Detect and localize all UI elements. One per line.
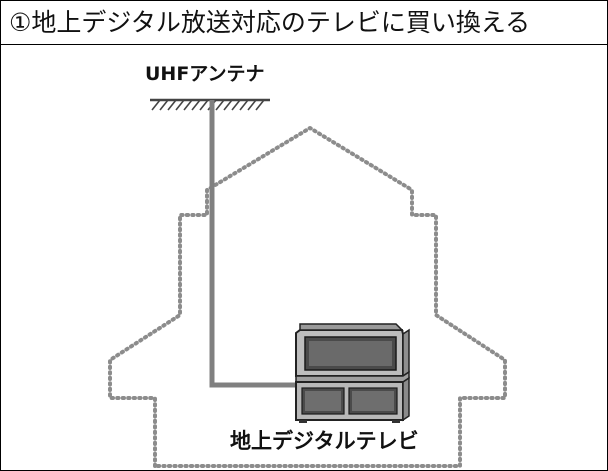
house-outline <box>108 126 507 468</box>
antenna-cable <box>209 100 310 388</box>
television-icon <box>295 323 410 423</box>
title-bar: ①地上デジタル放送対応のテレビに買い換える <box>1 1 607 45</box>
antenna-label: UHFアンテナ <box>145 63 265 85</box>
tv-label: 地上デジタルテレビ <box>230 429 419 453</box>
diagram-title: ①地上デジタル放送対応のテレビに買い換える <box>9 8 531 37</box>
antenna-icon <box>150 98 270 111</box>
